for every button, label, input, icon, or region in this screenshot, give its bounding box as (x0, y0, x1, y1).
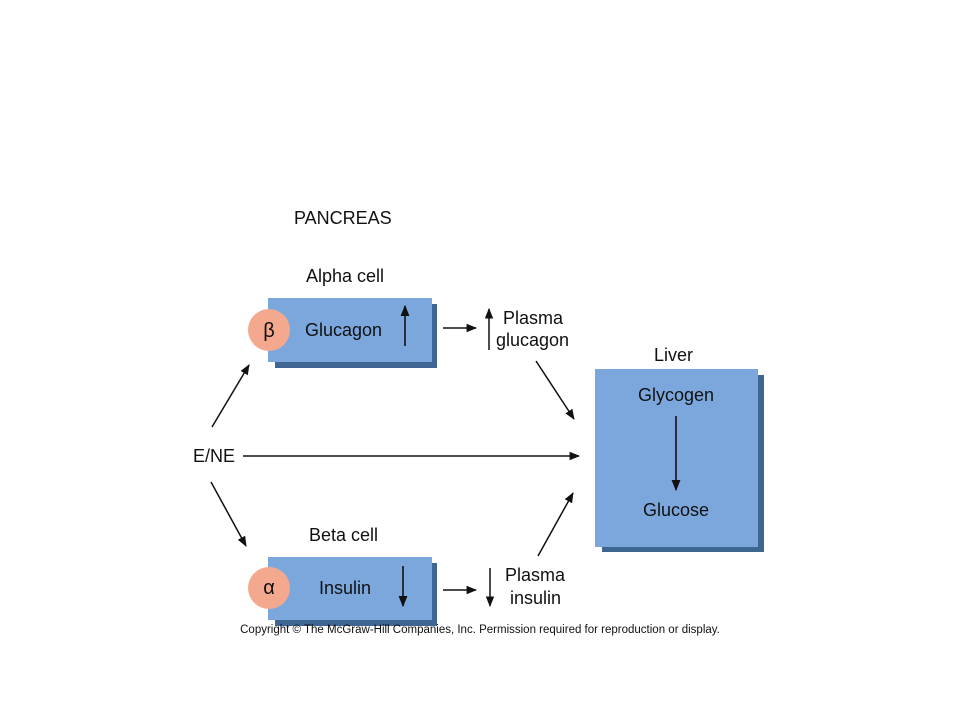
beta-receptor: β (248, 309, 290, 351)
alpha-cell-box: Glucagon (268, 298, 437, 368)
beta-cell-box: Insulin (268, 557, 437, 626)
alpha-cell-label: Alpha cell (306, 266, 384, 286)
insulin-label: Insulin (319, 578, 371, 598)
beta-receptor-symbol: β (263, 320, 275, 342)
glucagon-label: Glucagon (305, 320, 382, 340)
e-ne-label: E/NE (193, 446, 235, 466)
plasma-glucagon-line1: Plasma (503, 308, 564, 328)
glycogen-label: Glycogen (638, 385, 714, 405)
glucose-label: Glucose (643, 500, 709, 520)
plasma-glucagon-line2: glucagon (496, 330, 569, 350)
plasma-insulin-line1: Plasma (505, 565, 566, 585)
copyright-notice: Copyright © The McGraw-Hill Companies, I… (240, 624, 720, 636)
e-ne-to-beta-arrow (210, 481, 247, 547)
liver-box: Glycogen Glucose (595, 369, 764, 552)
beta-cell-label: Beta cell (309, 525, 378, 545)
alpha-receptor-symbol: α (263, 577, 275, 599)
plasma-glucagon-to-liver-arrow (535, 360, 575, 420)
pancreas-title: PANCREAS (294, 208, 392, 228)
alpha-receptor: α (248, 567, 290, 609)
plasma-insulin-line2: insulin (510, 588, 561, 608)
plasma-insulin-to-liver-arrow (537, 492, 574, 557)
liver-label: Liver (654, 345, 693, 365)
e-ne-to-alpha-arrow (211, 364, 250, 428)
